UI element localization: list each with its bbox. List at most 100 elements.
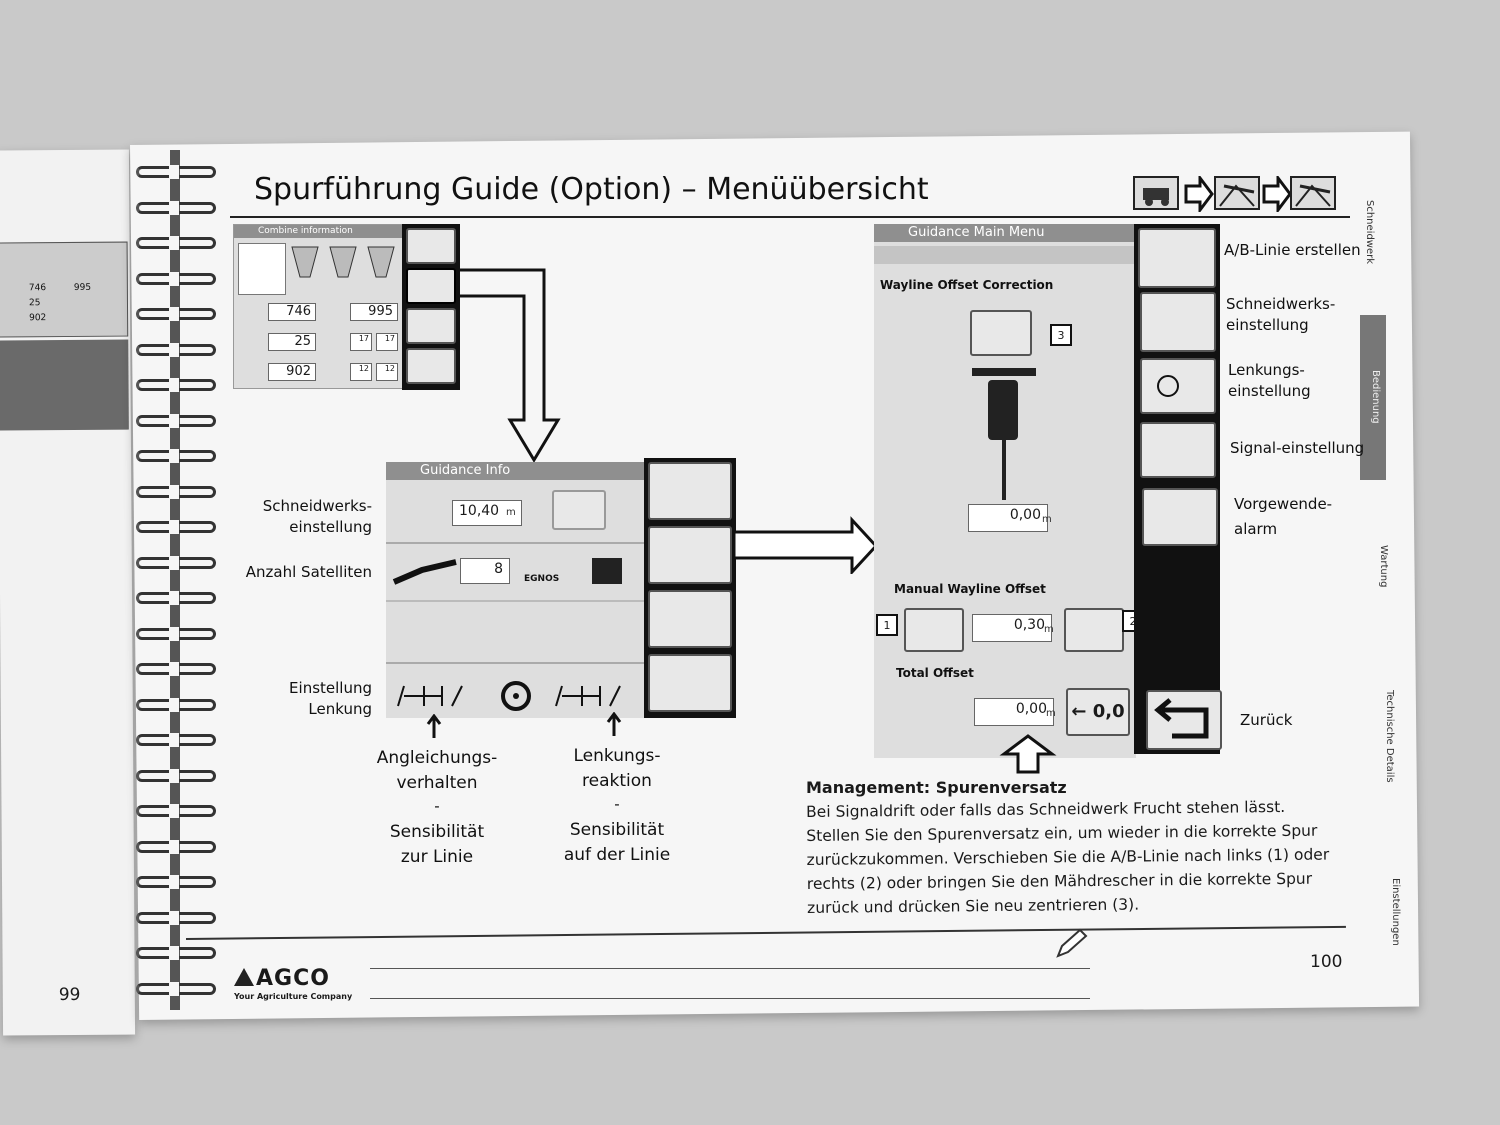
service-button[interactable] xyxy=(406,348,456,384)
rotor-rpm-value: 902 xyxy=(268,363,316,381)
spiral-ring xyxy=(136,520,216,534)
satellite-icon xyxy=(392,559,457,585)
signal-settings-button[interactable] xyxy=(1140,422,1216,478)
spiral-ring xyxy=(136,236,216,250)
page-title: Spurführung Guide (Option) – Menüübersic… xyxy=(254,172,929,207)
management-text: Bei Signaldrift oder falls das Schneidwe… xyxy=(806,797,1330,917)
agco-tagline: Your Agriculture Company xyxy=(234,992,353,1001)
reset-offset-button[interactable]: ← 0,0 xyxy=(1066,688,1130,736)
spiral-ring xyxy=(136,697,216,712)
divider xyxy=(386,662,644,664)
combine-button[interactable] xyxy=(648,462,732,520)
back-button[interactable] xyxy=(1146,690,1222,750)
spiral-ring xyxy=(136,839,216,854)
main-menu-header: Guidance Main Menu xyxy=(874,224,1136,242)
main-menu-subheader xyxy=(874,246,1136,264)
spiral-ring xyxy=(136,484,216,499)
connector-arrow-right xyxy=(732,516,878,574)
spiral-ring xyxy=(136,946,216,960)
ab-line-button[interactable] xyxy=(1138,228,1216,288)
spiral-ring xyxy=(136,413,216,428)
total-offset-label: Total Offset xyxy=(896,666,974,680)
side-tab-einstellungen: Einstellungen xyxy=(1390,878,1401,946)
spiral-ring xyxy=(136,910,216,925)
combine-topview-icon xyxy=(972,368,1036,500)
grain-tank-gauge xyxy=(238,243,286,295)
main-menu-sidebar xyxy=(1134,224,1222,754)
spiral-ring xyxy=(136,449,216,463)
left-page-number: 99 xyxy=(58,984,81,1006)
spiral-ring xyxy=(136,875,216,889)
headland-alarm-button[interactable] xyxy=(1142,488,1218,546)
sieve-lower-value: 17 xyxy=(376,333,398,351)
label-header-settings: Schneidwerks- einstellung xyxy=(1226,295,1336,334)
total-offset-unit: m xyxy=(1046,708,1056,719)
label-steering-reaction: Lenkungs- reaktion xyxy=(573,746,661,791)
combine-button[interactable] xyxy=(406,228,456,264)
concave-value-1: 12 xyxy=(350,363,372,381)
steering-wheel-icon xyxy=(501,681,531,711)
steering-reaction-icon[interactable] xyxy=(550,676,640,716)
spiral-ring xyxy=(136,200,216,215)
seat-button[interactable] xyxy=(648,590,732,648)
egnos-label: EGNOS xyxy=(524,574,560,584)
manual-offset-field[interactable]: 0,30 xyxy=(972,614,1052,642)
arrow-right-icon xyxy=(1262,176,1292,212)
callout-1: 1 xyxy=(876,614,898,636)
spiral-ring xyxy=(136,165,216,179)
callout-3: 3 xyxy=(1050,324,1072,346)
approach-behavior-icon[interactable] xyxy=(392,676,482,716)
thumb-value-1: 746 xyxy=(28,283,47,294)
side-tab-wartung: Wartung xyxy=(1378,545,1389,588)
label-steering: Einstellung Lenkung xyxy=(289,679,372,718)
total-offset-field: 0,00 xyxy=(974,698,1054,726)
side-tab-bedienung: Bedienung xyxy=(1370,370,1381,424)
service-button[interactable] xyxy=(648,654,732,712)
fan-value: 25 xyxy=(268,333,316,351)
guidance-info-screen: Guidance Info 10,40 m 8 EGNOS xyxy=(386,462,644,718)
header-settings-button[interactable] xyxy=(1140,292,1216,352)
side-tab-technische-details: Technische Details xyxy=(1384,690,1395,783)
label-ab-line: A/B-Linie erstellen xyxy=(1224,241,1361,259)
spiral-ring xyxy=(136,555,216,570)
dash: - xyxy=(614,795,620,813)
guidance-icon xyxy=(1214,176,1260,210)
shift-left-button[interactable] xyxy=(904,608,964,652)
signal-strength-icon xyxy=(592,558,622,584)
guidance-button[interactable] xyxy=(648,526,732,584)
header-width-field[interactable]: 10,40 xyxy=(452,500,522,526)
sieve-upper-value: 17 xyxy=(350,333,372,351)
spiral-ring xyxy=(136,981,216,996)
guidance-button[interactable] xyxy=(406,268,456,304)
pencil-icon xyxy=(1056,928,1088,958)
spiral-ring xyxy=(136,733,216,747)
spiral-ring xyxy=(136,591,216,605)
label-steering-settings: Lenkungs- einstellung xyxy=(1228,361,1311,400)
recenter-button[interactable] xyxy=(970,310,1032,356)
spiral-spine xyxy=(170,150,180,1010)
pointer-arrow-icon xyxy=(606,712,622,736)
steering-settings-button[interactable] xyxy=(1140,358,1216,414)
combine-info-sidebar xyxy=(402,224,460,390)
combine-info-header: Combine information xyxy=(234,225,404,238)
shift-right-button[interactable] xyxy=(1064,608,1124,652)
thumb-value-2: 995 xyxy=(73,282,92,293)
arrow-left-icon: ← xyxy=(1071,701,1087,722)
header-icon-button[interactable] xyxy=(552,490,606,530)
left-page-photo xyxy=(0,339,129,431)
left-page: 746 995 25 902 99 xyxy=(0,149,136,1036)
spiral-ring xyxy=(136,307,216,321)
wayline-offset-correction-label: Wayline Offset Correction xyxy=(880,278,1054,292)
spiral-ring xyxy=(136,662,216,676)
thumb-value-4: 902 xyxy=(29,313,47,324)
header-width-unit: m xyxy=(506,507,516,518)
agco-logo-text: AGCO xyxy=(256,966,330,991)
spiral-ring xyxy=(136,804,216,818)
label-approach-behavior: Angleichungs- verhalten xyxy=(376,748,498,793)
spiral-ring xyxy=(136,342,216,357)
concave-value-2: 12 xyxy=(376,363,398,381)
seat-button[interactable] xyxy=(406,308,456,344)
guidance-info-header: Guidance Info xyxy=(386,462,644,480)
engine-rpm-value: 746 xyxy=(268,303,316,321)
combine-info-screen: Combine information 746 995 25 17 17 902… xyxy=(233,224,405,389)
